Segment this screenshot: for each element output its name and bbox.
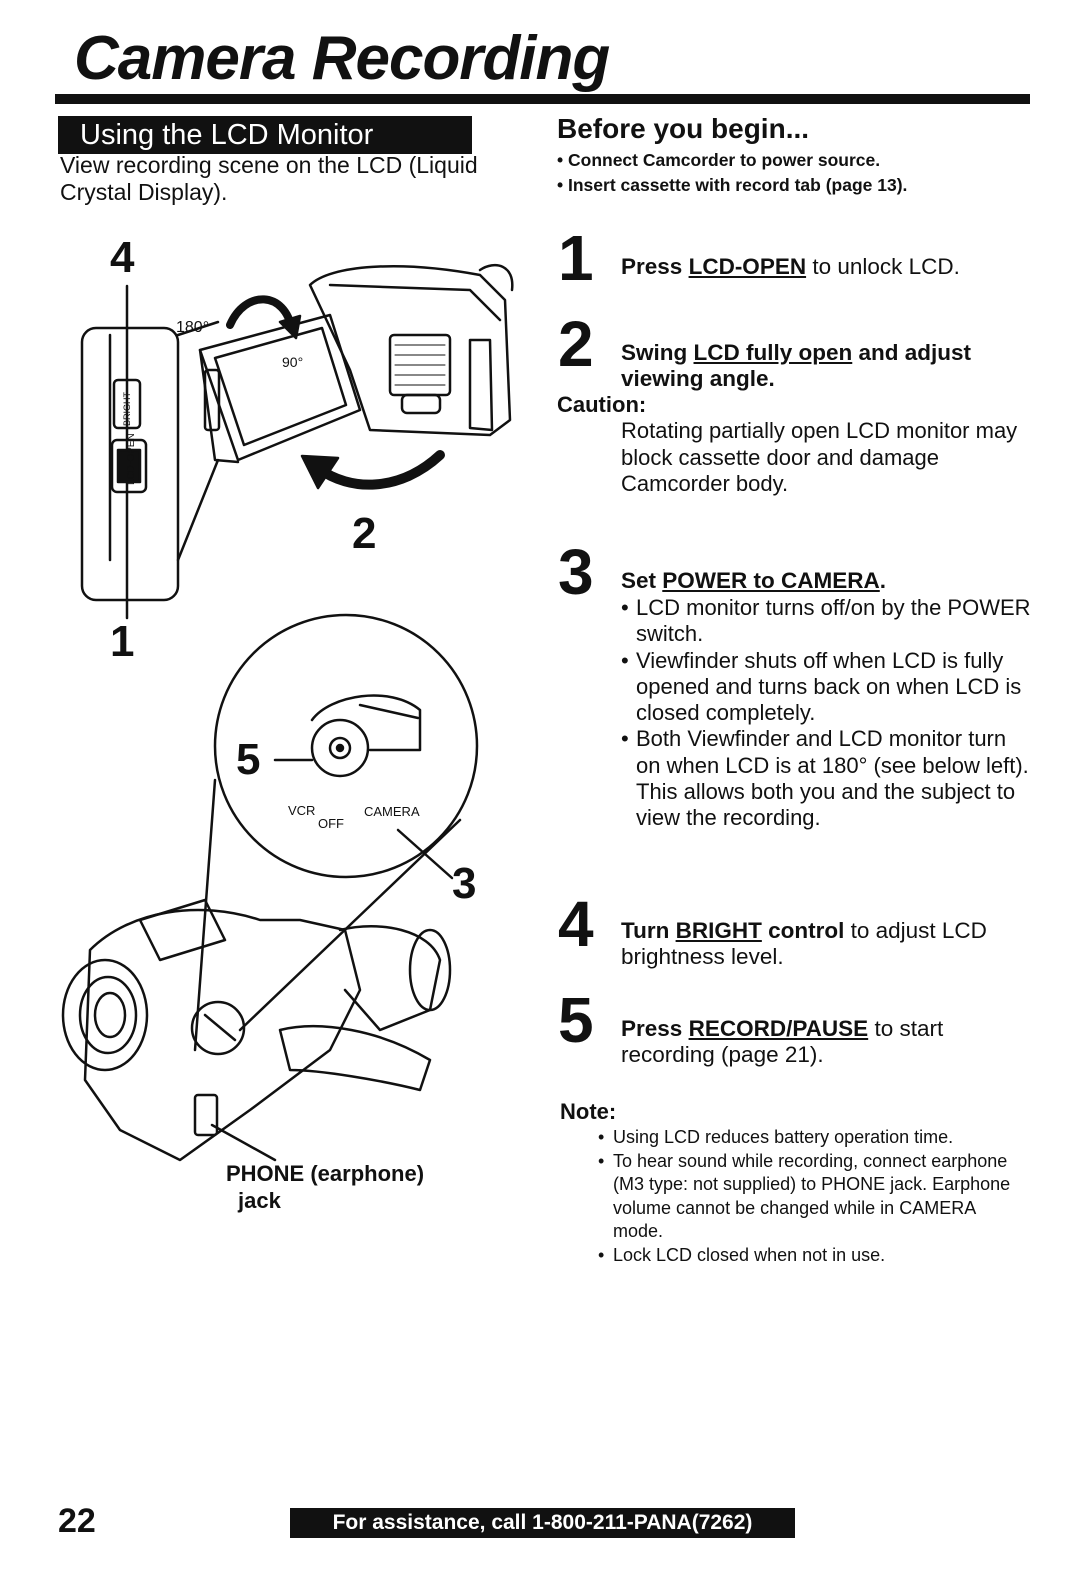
swing-open-arrow <box>313 450 445 490</box>
camera-body-bottom <box>83 908 362 1162</box>
note-list: Using LCD reduces battery operation time… <box>598 1126 1028 1267</box>
step-number: 2 <box>558 308 594 380</box>
list-item: Viewfinder shuts off when LCD is fully o… <box>621 648 1031 727</box>
step-verb: Press <box>621 1016 683 1041</box>
camera-body-top <box>308 265 512 437</box>
step-rest: to adjust LCD brightness level. <box>621 918 987 969</box>
section-banner: Using the LCD Monitor <box>58 116 472 154</box>
step-verb: Turn <box>621 918 670 943</box>
step-number: 5 <box>558 984 594 1056</box>
switch-label-camera: CAMERA <box>364 804 420 819</box>
phone-label-line2: jack <box>238 1188 281 1213</box>
step-text: Set POWER to CAMERA. <box>621 568 1031 594</box>
before-item: • Connect Camcorder to power source. <box>557 150 881 170</box>
phone-jack <box>193 1093 219 1137</box>
step-text: Press RECORD/PAUSE to start recording (p… <box>621 1016 1031 1068</box>
step-rest: and adjust viewing angle. <box>621 340 972 391</box>
lcd-open-button-cap <box>116 448 142 484</box>
list-item: To hear sound while recording, connect e… <box>598 1150 1028 1244</box>
side-panel-closeup <box>80 326 180 602</box>
power-switch-closeup <box>213 613 479 879</box>
step3-extra: This allows both you and the subject to … <box>636 779 1016 831</box>
bright-label: BRIGHT <box>122 391 132 426</box>
step-verb: Press <box>621 254 683 279</box>
before-title: Before you begin... <box>557 113 810 144</box>
step-number: 4 <box>558 888 594 960</box>
step-rest: . <box>879 568 887 593</box>
assistance-banner: For assistance, call 1-800-211-PANA(7262… <box>290 1508 795 1538</box>
lcd-open-label: LCD-OPEN <box>126 433 137 485</box>
callout-3: 3 <box>452 859 477 908</box>
list-item: LCD monitor turns off/on by the POWER sw… <box>621 595 1031 648</box>
caution-label: Caution: <box>557 392 647 417</box>
step-number: 3 <box>558 536 594 608</box>
camcorder-illustration: 180° 90° LCD-OPEN BRIGHT VCR OFF CAMERA <box>61 264 514 1162</box>
page-title: Camera Recording <box>74 24 610 93</box>
power-switch <box>310 718 370 778</box>
step-bold-rest: control <box>761 918 845 943</box>
callout-1: 1 <box>110 617 135 666</box>
step-number: 1 <box>558 222 594 294</box>
step-rest: to start recording (page 21). <box>621 1016 944 1067</box>
list-item: Lock LCD closed when not in use. <box>598 1244 1028 1268</box>
angle-180-label: 180° <box>176 319 209 336</box>
page-number: 22 <box>58 1502 96 1540</box>
step-key: BRIGHT <box>675 918 762 943</box>
list-item: Using LCD reduces battery operation time… <box>598 1126 1028 1150</box>
step-verb: Swing <box>621 340 688 365</box>
step3-bullets: LCD monitor turns off/on by the POWER sw… <box>621 595 1031 832</box>
bright-control <box>112 378 142 430</box>
header-rule <box>55 94 1030 104</box>
note-label: Note: <box>560 1099 617 1124</box>
before-item: • Insert cassette with record tab (page … <box>557 175 908 195</box>
switch-label-vcr: VCR <box>288 803 315 818</box>
angle-90-label: 90° <box>282 354 303 370</box>
section-intro: View recording scene on the LCD (Liquid … <box>60 152 478 205</box>
list-item: Both Viewfinder and LCD monitor turn on … <box>621 726 1031 779</box>
step-rest: to unlock LCD. <box>806 254 960 279</box>
step-key: RECORD/PAUSE <box>688 1016 869 1041</box>
phone-jack-label: PHONE (earphone) jack <box>226 1160 424 1214</box>
lcd-open-button <box>110 438 148 494</box>
step-text: Press LCD-OPEN to unlock LCD. <box>621 254 1031 280</box>
step-key: LCD-OPEN <box>688 254 807 279</box>
callout-2: 2 <box>352 509 377 558</box>
viewfinder-eyepiece <box>408 928 452 1012</box>
step-key: POWER to CAMERA <box>662 568 880 593</box>
phone-label-line1: PHONE (earphone) <box>226 1161 425 1186</box>
switch-label-off: OFF <box>318 816 344 831</box>
callout-4: 4 <box>110 233 135 282</box>
hand-strap <box>278 1025 432 1092</box>
step-key: LCD fully open <box>693 340 853 365</box>
callout-5: 5 <box>236 735 261 784</box>
step-text: Turn BRIGHT control to adjust LCD bright… <box>621 918 1031 970</box>
lens <box>61 958 149 1072</box>
caution-text: Rotating partially open LCD monitor may … <box>621 418 1018 496</box>
power-switch-location <box>190 1000 246 1056</box>
step-text: Swing LCD fully open and adjust viewing … <box>621 340 1031 392</box>
step-verb: Set <box>621 568 657 593</box>
